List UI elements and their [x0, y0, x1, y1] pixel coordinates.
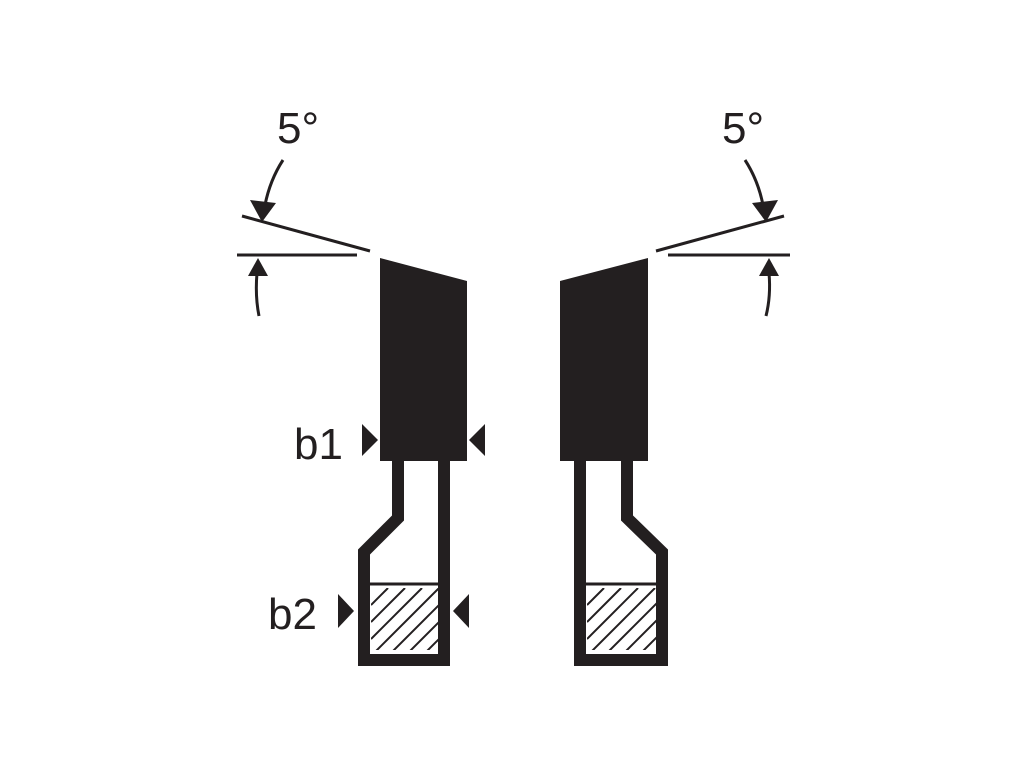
- right-upper-arrow-icon: [752, 200, 778, 222]
- left-angle-dimension: 5°: [237, 104, 371, 317]
- right-tooth: [560, 258, 668, 666]
- left-upper-leader: [263, 159, 285, 206]
- right-upper-leader: [743, 159, 765, 206]
- b1-right-arrow-icon: [469, 424, 485, 456]
- left-angle-line: [241, 214, 371, 253]
- b2-dimension: b2: [268, 590, 469, 639]
- left-carbide-tip: [380, 258, 467, 461]
- right-angle-dimension: 5°: [655, 104, 790, 317]
- left-lower-leader: [254, 272, 261, 317]
- right-blade-body: [574, 461, 668, 666]
- b2-right-arrow-icon: [453, 594, 469, 628]
- left-tooth: [358, 258, 467, 666]
- b1-label: b1: [294, 420, 343, 469]
- b2-left-arrow-icon: [338, 594, 354, 628]
- b2-label: b2: [268, 590, 317, 639]
- right-angle-line: [655, 214, 785, 253]
- right-angle-label: 5°: [722, 104, 764, 153]
- left-section-hatch: [371, 588, 440, 650]
- right-carbide-tip: [560, 258, 648, 461]
- right-lower-arrow-icon: [759, 258, 779, 276]
- b1-dimension: b1: [294, 420, 485, 469]
- right-lower-leader: [764, 272, 772, 317]
- left-blade-body: [358, 461, 450, 666]
- b1-left-arrow-icon: [362, 424, 378, 456]
- left-lower-arrow-icon: [248, 258, 268, 276]
- left-angle-label: 5°: [277, 104, 319, 153]
- right-section-hatch: [587, 588, 657, 650]
- left-upper-arrow-icon: [250, 200, 276, 222]
